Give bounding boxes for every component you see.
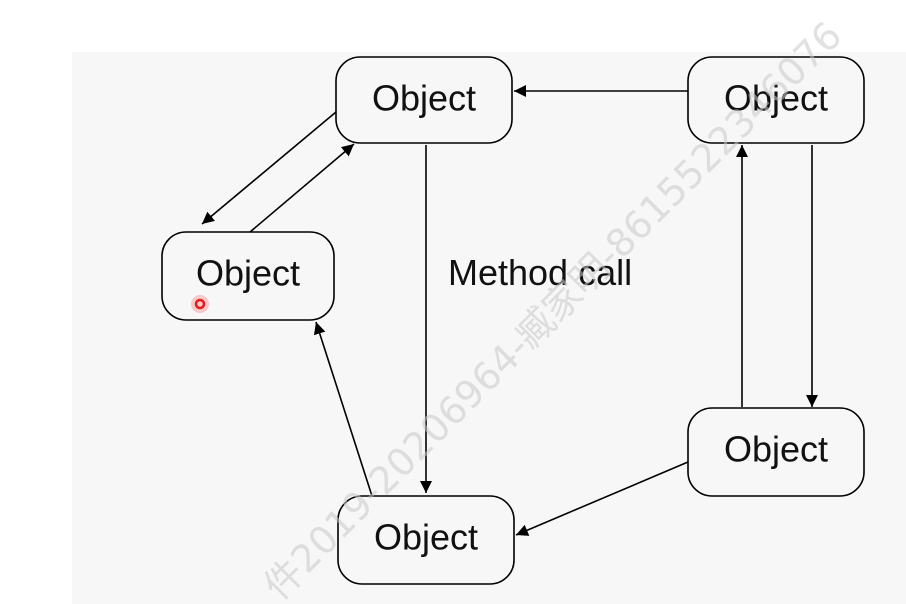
object-node-left[interactable]: Object: [161, 231, 335, 321]
edge-label-method-call: Method call: [448, 252, 632, 293]
object-label: Object: [724, 78, 828, 119]
object-node-top-right[interactable]: Object: [687, 56, 865, 144]
edges: [201, 85, 818, 536]
edge-bottom-right-to-bottom-center: [515, 461, 689, 536]
object-node-top-center[interactable]: Object: [335, 56, 513, 144]
object-node-bottom-center[interactable]: Object: [337, 495, 515, 585]
object-label: Object: [372, 78, 476, 119]
object-label: Object: [374, 517, 478, 558]
edge-top-center-to-left: [201, 111, 337, 225]
edge-left-to-top-center: [249, 143, 355, 233]
object-node-bottom-right[interactable]: Object: [687, 407, 865, 497]
cursor-indicator: [191, 295, 209, 313]
edge-bottom-center-to-left: [313, 321, 373, 497]
object-label: Object: [196, 253, 300, 294]
object-label: Object: [724, 429, 828, 470]
